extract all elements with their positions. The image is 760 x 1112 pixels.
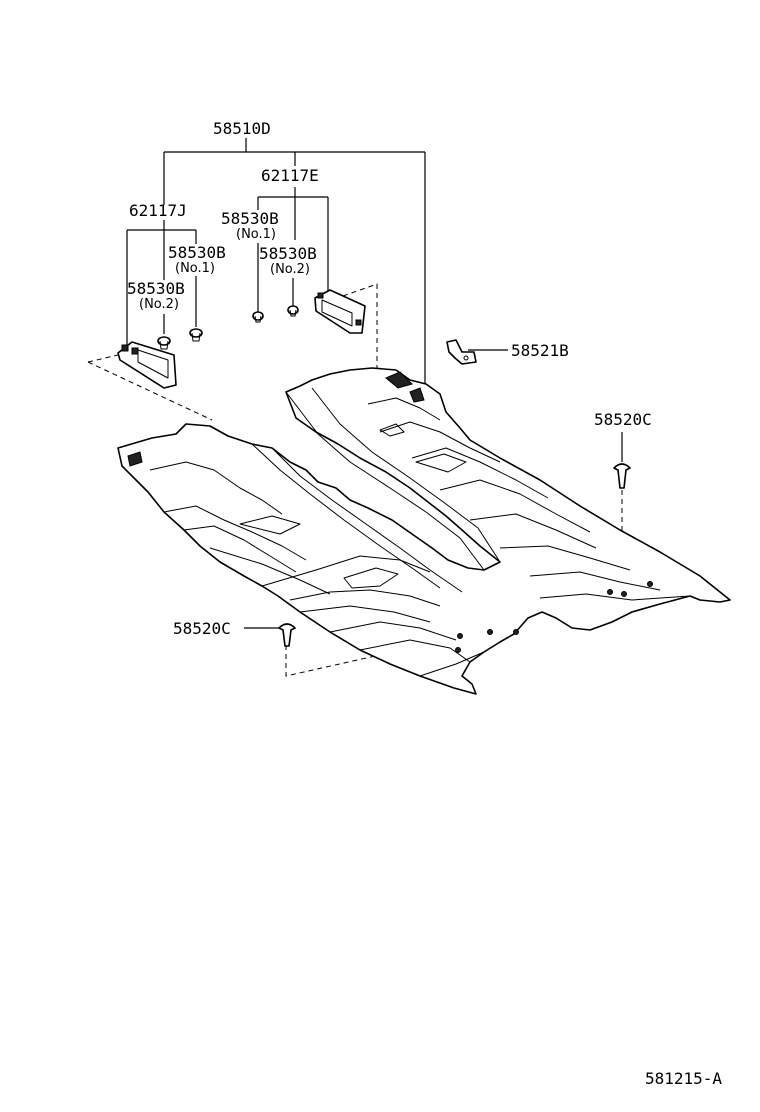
floor-carpet [117,367,731,695]
left-grommet-no1 [189,328,203,342]
label-62117E: 62117E [261,166,319,185]
label-58530B-right-no1: 58530B [221,209,279,228]
label-62117J: 62117J [129,201,187,220]
figure-code: 581215-A [645,1069,722,1088]
label-58530B-left-no1-sub: (No.1) [175,261,215,276]
bracket-part [446,339,477,365]
label-58530B-right-no2: 58530B [259,244,317,263]
fastener-front [278,623,296,647]
right-grommet-no2 [287,305,299,317]
leader-lines [126,138,623,629]
left-clip-plate [117,341,177,389]
label-58510D: 58510D [213,119,271,138]
right-grommet-no1 [252,311,264,323]
label-58530B-left-no2: 58530B [127,279,185,298]
label-58520C-front: 58520C [173,619,231,638]
label-58530B-left-no1: 58530B [168,243,226,262]
label-58520C-right: 58520C [594,410,652,429]
fastener-right [613,463,631,489]
label-58530B-left-no2-sub: (No.2) [139,297,179,312]
left-grommet-no2 [157,336,171,350]
label-58530B-right-no1-sub: (No.1) [236,227,276,242]
right-clip-plate [314,289,366,334]
label-58521B: 58521B [511,341,569,360]
callout-labels: 58510D 62117E 62117J 58530B (No.1) 58530… [127,119,722,1088]
label-58530B-right-no2-sub: (No.2) [270,262,310,277]
